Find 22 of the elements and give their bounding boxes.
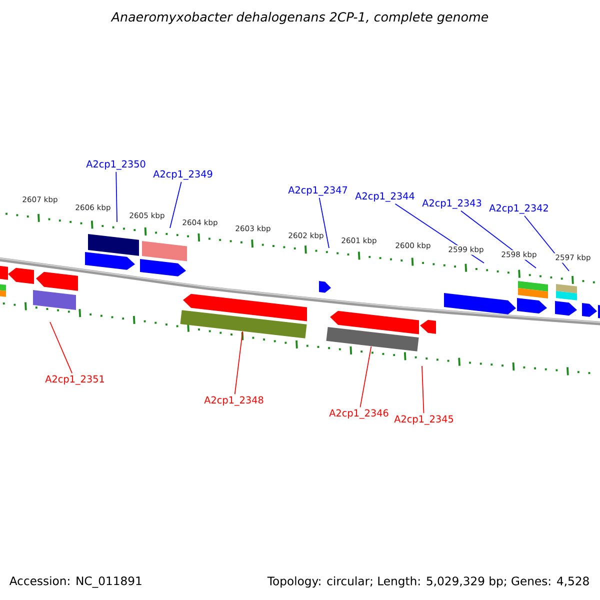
- gene-label: A2cp1_2343: [422, 199, 482, 209]
- leader-line: [116, 171, 118, 222]
- gene-label: A2cp1_2351: [45, 375, 104, 385]
- leader-line: [234, 331, 244, 395]
- gene-label: A2cp1_2346: [329, 409, 388, 419]
- gene-feature: [326, 327, 419, 352]
- footer-text: Accession: NC_011891: [9, 576, 142, 588]
- title: Anaeromyxobacter dehalogenans 2CP-1, complete genome: [110, 12, 488, 24]
- leader-line: [422, 366, 424, 414]
- leader-line: [50, 322, 72, 374]
- gene-label: A2cp1_2345: [394, 415, 454, 425]
- leader-line: [318, 197, 330, 248]
- footer-text: Topology: circular; Length: 5,029,329 bp; Genes: 4,528: [267, 576, 589, 588]
- gene-label: A2cp1_2348: [204, 396, 264, 406]
- gene-label: A2cp1_2342: [489, 204, 548, 214]
- leader-line: [360, 346, 372, 408]
- gene-label: A2cp1_2350: [86, 160, 146, 170]
- gene-label: A2cp1_2347: [288, 186, 348, 196]
- leader-line: [170, 181, 182, 228]
- gene-feature: [180, 310, 307, 338]
- gene-label: A2cp1_2349: [153, 170, 212, 180]
- gene-label: A2cp1_2344: [355, 192, 414, 202]
